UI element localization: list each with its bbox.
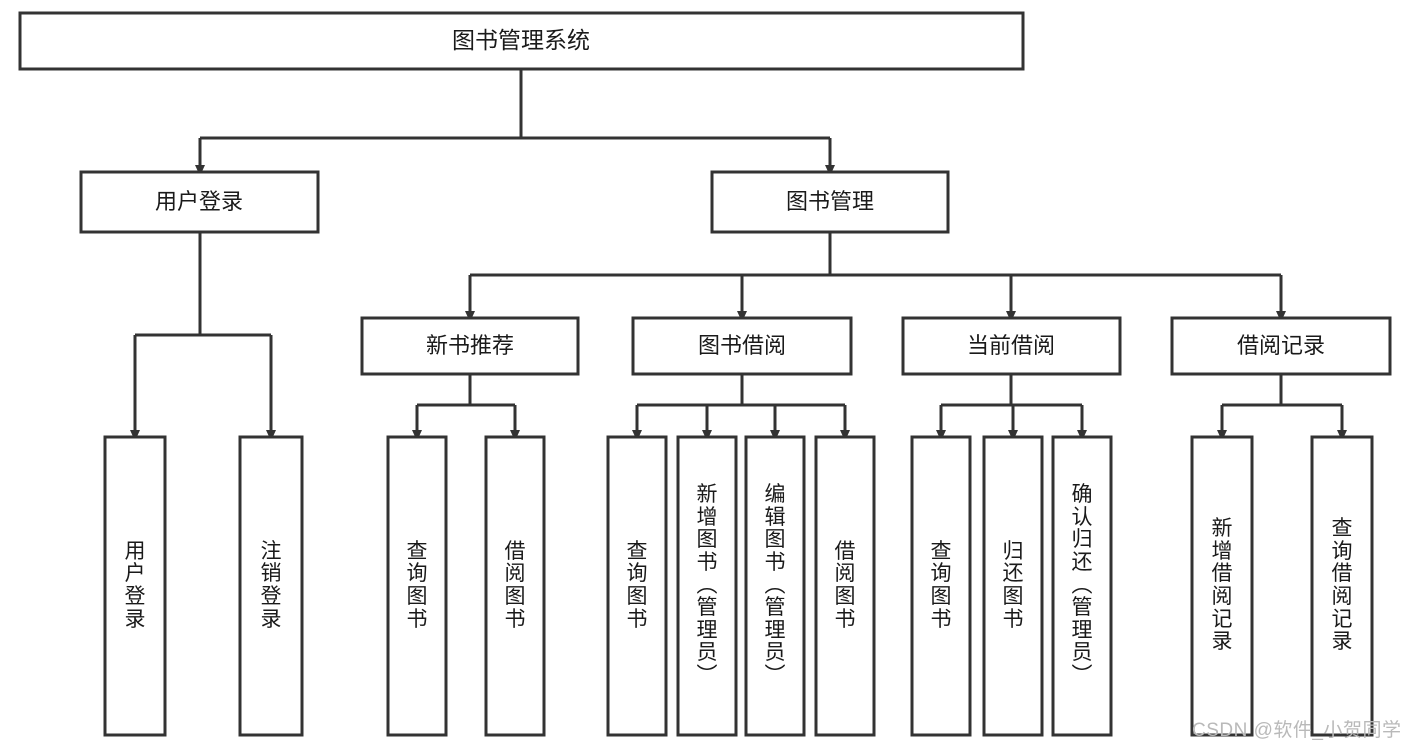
leaf-box-borrow-book-2[interactable]	[814, 435, 876, 737]
connector-group-root	[195, 69, 835, 176]
leaf-box-logout[interactable]	[238, 435, 304, 737]
leaf-box-query-book-2[interactable]	[606, 435, 668, 737]
leaf-box-confirm-return[interactable]	[1051, 435, 1113, 737]
node-current-borrow-box[interactable]	[901, 316, 1122, 376]
node-user-login-box[interactable]	[79, 170, 320, 234]
node-new-book-recommend[interactable]: 新书推荐	[360, 316, 580, 376]
connector-group-user-login	[130, 232, 276, 441]
leaf-box-query-record[interactable]	[1310, 435, 1374, 737]
node-book-borrow-label: 图书借阅	[698, 333, 786, 358]
node-book-manage[interactable]: 图书管理	[710, 170, 950, 234]
node-book-borrow-box[interactable]	[631, 316, 853, 376]
leaf-box-add-book[interactable]	[676, 435, 738, 737]
node-root-label: 图书管理系统	[452, 27, 590, 53]
connector-group-book-manage	[465, 232, 1286, 322]
leaf-box-edit-book[interactable]	[744, 435, 806, 737]
connector-group-current-borrow	[936, 374, 1087, 441]
node-borrow-record-box[interactable]	[1170, 316, 1392, 376]
leaf-box-borrow-book-1[interactable]	[484, 435, 546, 737]
node-borrow-record-label: 借阅记录	[1237, 333, 1325, 358]
connector-group-borrow-record	[1217, 374, 1347, 441]
leaf-box-return-book[interactable]	[982, 435, 1044, 737]
node-user-login[interactable]: 用户登录	[79, 170, 320, 234]
node-current-borrow-label: 当前借阅	[967, 333, 1055, 358]
leaf-box-query-book-1[interactable]	[386, 435, 448, 737]
node-root-box[interactable]	[18, 11, 1025, 71]
node-book-manage-box[interactable]	[710, 170, 950, 234]
leaf-box-user-login[interactable]	[103, 435, 167, 737]
node-new-book-recommend-box[interactable]	[360, 316, 580, 376]
node-book-manage-label: 图书管理	[786, 189, 874, 214]
node-root[interactable]: 图书管理系统	[18, 11, 1025, 71]
node-current-borrow[interactable]: 当前借阅	[901, 316, 1122, 376]
connector-group-book-borrow	[632, 374, 850, 441]
node-borrow-record[interactable]: 借阅记录	[1170, 316, 1392, 376]
leaf-box-query-book-3[interactable]	[910, 435, 972, 737]
leaf-boxes	[103, 435, 1374, 737]
leaf-box-add-record[interactable]	[1190, 435, 1254, 737]
node-new-book-recommend-label: 新书推荐	[426, 333, 514, 358]
connector-group-new-book-recommend	[412, 374, 520, 441]
node-user-login-label: 用户登录	[155, 189, 243, 214]
csdn-watermark: CSDN @软件_小贺同学	[1192, 720, 1402, 741]
node-book-borrow[interactable]: 图书借阅	[631, 316, 853, 376]
